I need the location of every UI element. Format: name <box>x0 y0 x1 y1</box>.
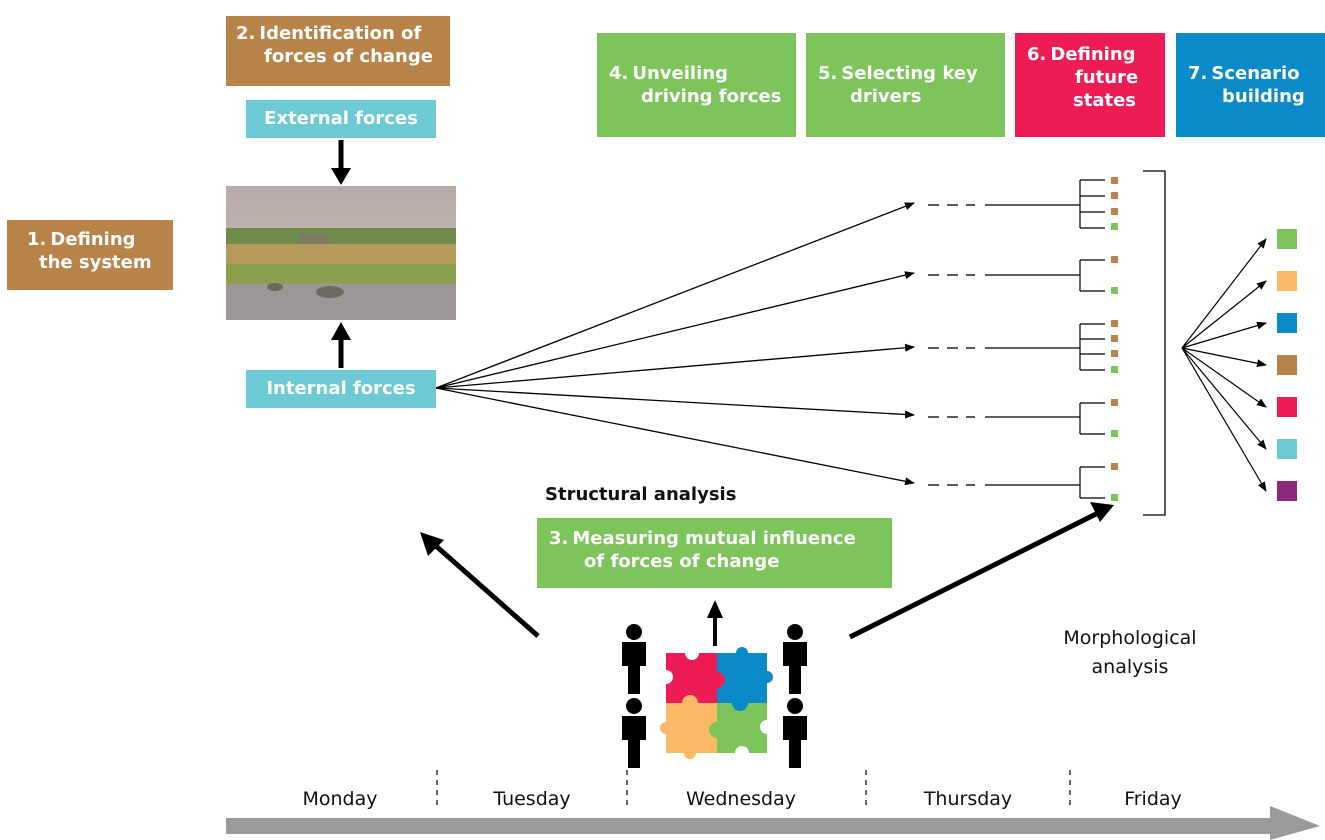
step-5-text: Selecting key <box>841 63 978 84</box>
landscape-photo <box>226 186 456 320</box>
step-7-number: 7. <box>1188 63 1208 84</box>
step-2-text-line2: forces of change <box>264 46 433 67</box>
step-5-text-line2: drivers <box>850 86 922 107</box>
step-7-text-line2: building <box>1222 86 1305 107</box>
person-icon <box>783 698 807 768</box>
step-1-box: 1.Defining the system <box>7 220 173 290</box>
step-6-text-line2: future <box>1075 67 1139 88</box>
step-4-text: Unveiling <box>632 63 728 84</box>
person-icon <box>783 624 807 694</box>
day-friday: Friday <box>1124 788 1182 810</box>
person-icon <box>622 698 646 768</box>
timeline-arrow <box>226 806 1320 840</box>
step-6-number: 6. <box>1027 44 1047 65</box>
step-6-text: Defining <box>1050 44 1136 65</box>
step-5-box: 5.Selecting key drivers <box>806 33 1005 137</box>
scenario-squares <box>1277 229 1297 501</box>
external-forces-label: External forces <box>264 108 418 129</box>
step-3-text: Measuring mutual influence <box>572 528 856 549</box>
morphological-label-line2: analysis <box>1091 656 1169 678</box>
step-3-box: 3.Measuring mutual influence of forces o… <box>537 518 892 588</box>
morphological-analysis-label: Morphological analysis <box>1020 624 1240 682</box>
step-5-number: 5. <box>818 63 838 84</box>
day-wednesday: Wednesday <box>685 788 796 810</box>
puzzle-icon <box>659 646 774 760</box>
step-2-box: 2.Identification of forces of change <box>226 16 450 86</box>
day-tuesday: Tuesday <box>493 788 571 810</box>
step-6-text-line3: states <box>1073 90 1136 111</box>
step-2-number: 2. <box>236 23 256 44</box>
external-forces-box: External forces <box>246 100 436 138</box>
person-icon <box>622 624 646 694</box>
step-4-number: 4. <box>609 63 629 84</box>
step-4-box: 4.Unveiling driving forces <box>597 33 796 137</box>
structural-analysis-label: Structural analysis <box>545 484 737 505</box>
step-3-text-line2: of forces of change <box>584 551 780 572</box>
step-1-number: 1. <box>27 229 47 250</box>
step-1-text: Defining <box>50 229 136 250</box>
step-6-box: 6.Defining future states <box>1015 33 1165 137</box>
day-monday: Monday <box>302 788 378 810</box>
step-7-text: Scenario <box>1211 63 1300 84</box>
step-2-text: Identification of <box>259 23 422 44</box>
morphological-label-line1: Morphological <box>1063 627 1197 649</box>
step-7-box: 7.Scenario building <box>1176 33 1325 137</box>
day-thursday: Thursday <box>923 788 1013 810</box>
step-3-number: 3. <box>549 528 569 549</box>
internal-forces-label: Internal forces <box>266 378 416 399</box>
step-4-text-line2: driving forces <box>641 86 782 107</box>
step-1-text-line2: the system <box>39 252 152 273</box>
internal-forces-box: Internal forces <box>246 370 436 408</box>
